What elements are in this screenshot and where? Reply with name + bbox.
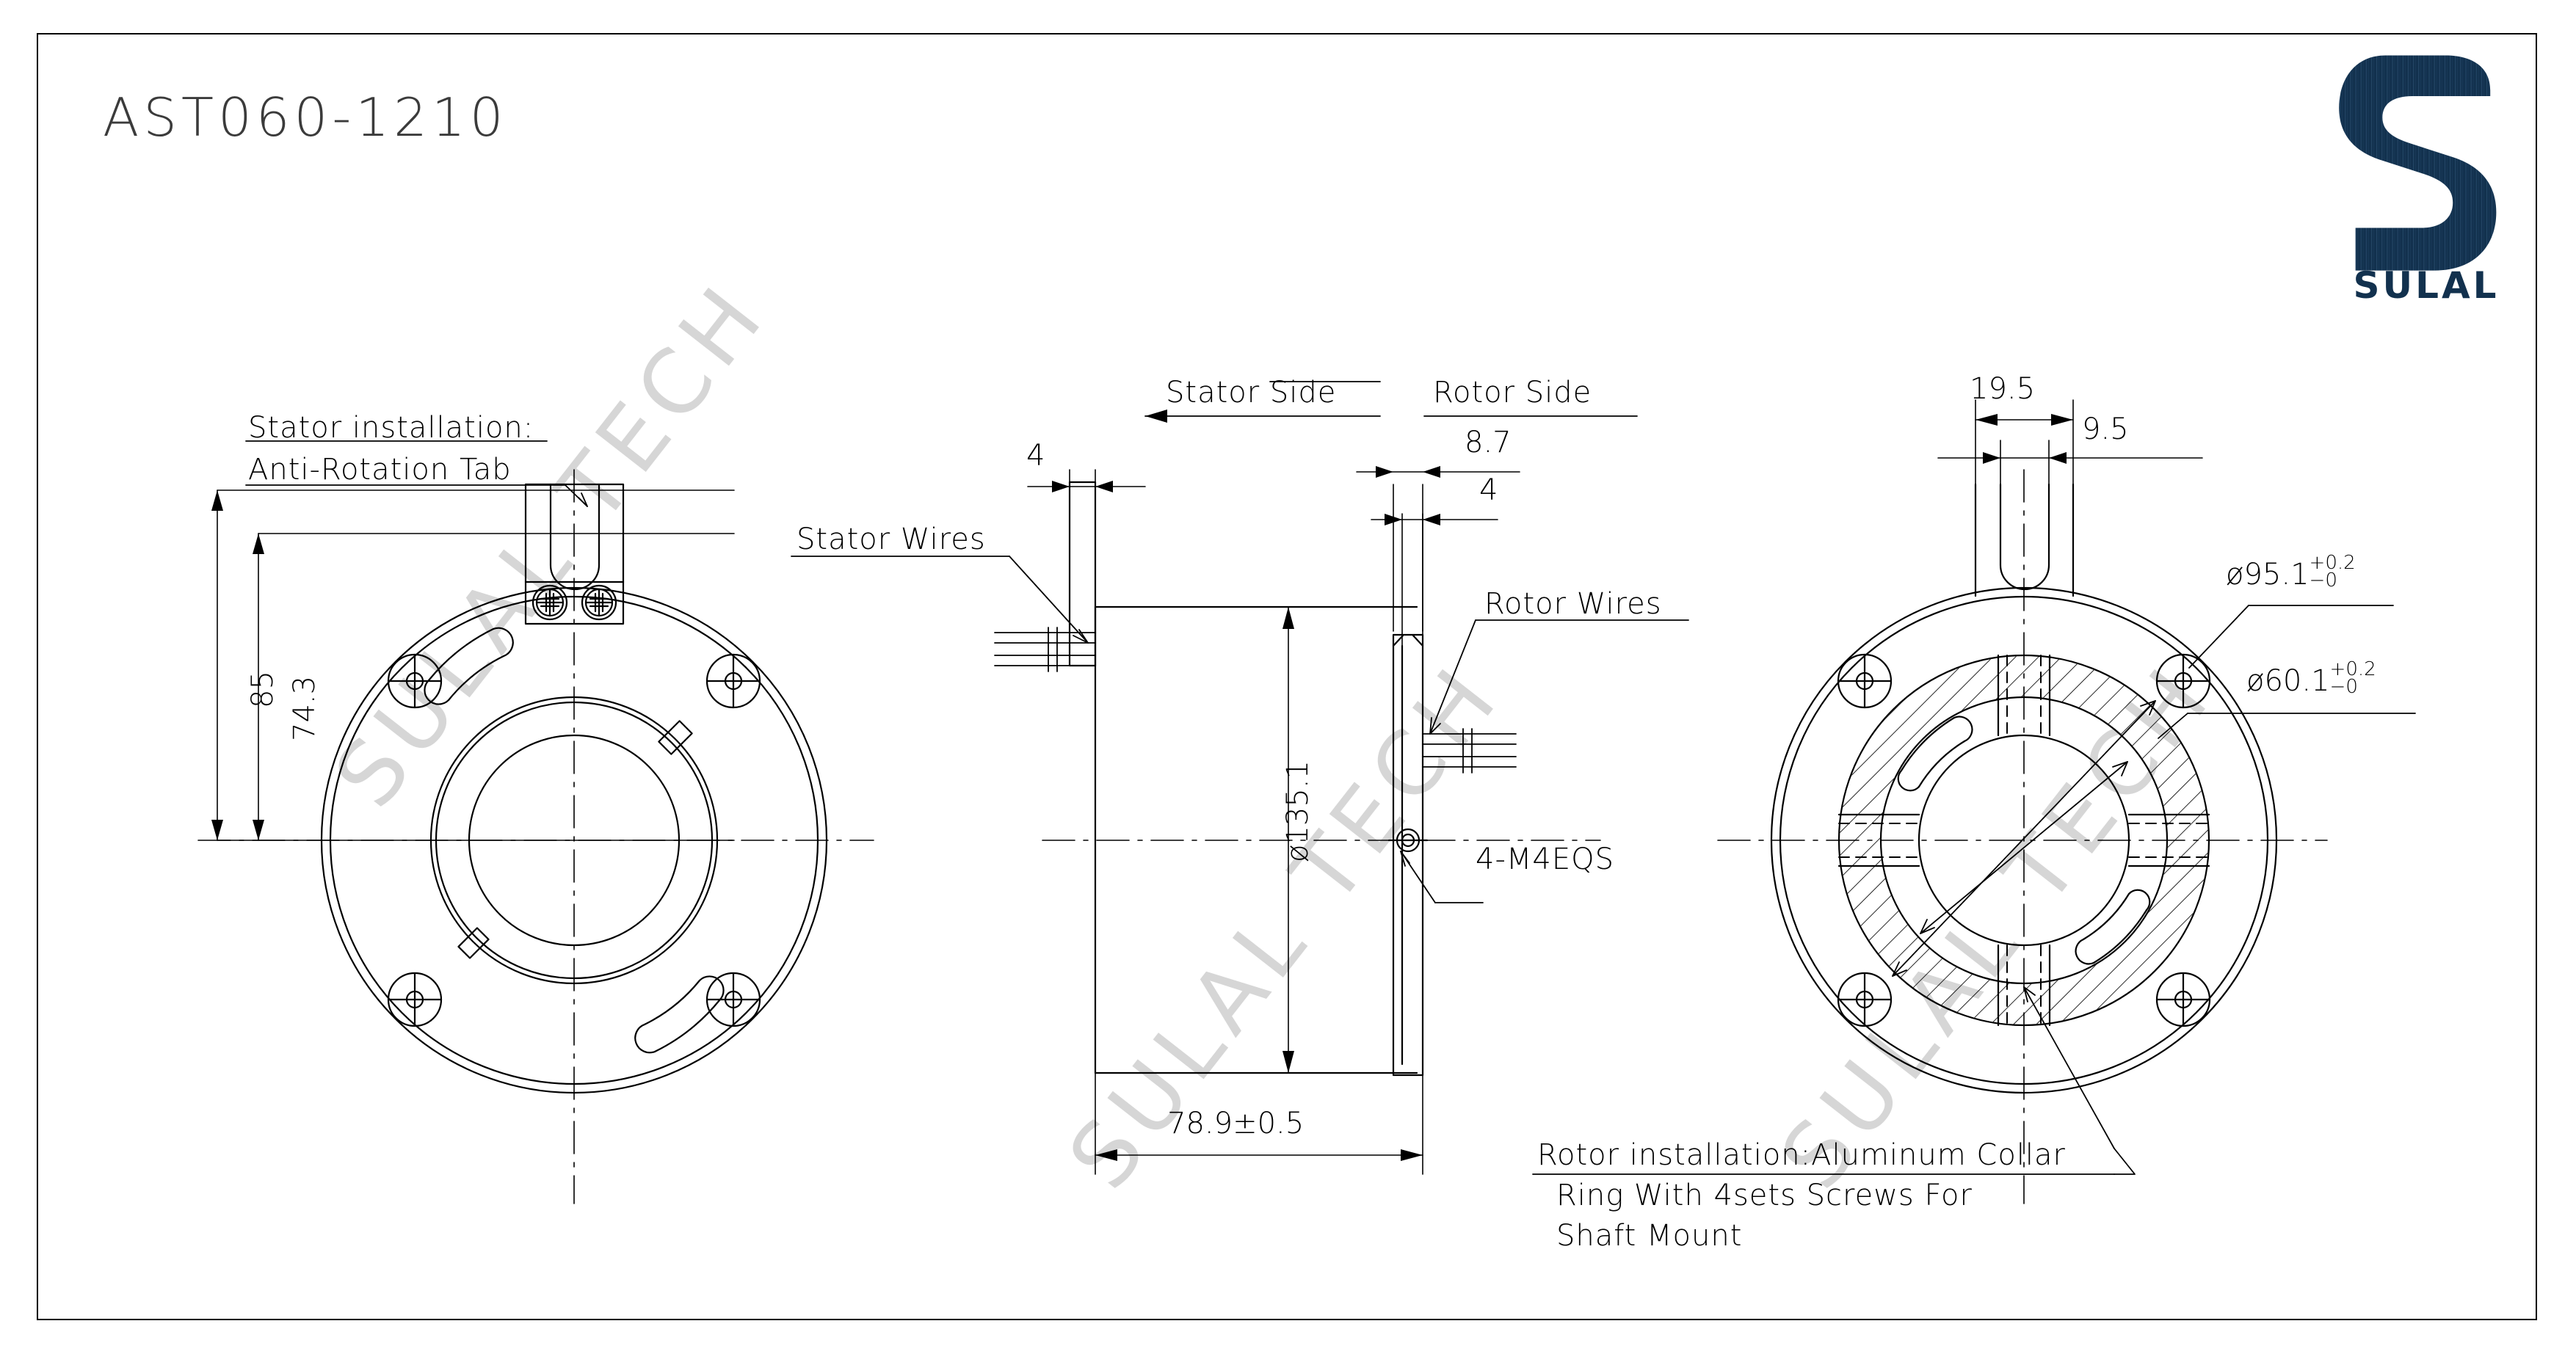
dimension-78-9: 78.9±0.5 [1167, 1107, 1305, 1140]
dimension-85: 85 [246, 671, 280, 708]
dimension-dia-95-1-lower: −0 [2309, 569, 2337, 592]
dimension-dia-95-1-upper: +0.2 [2309, 552, 2356, 574]
stator-wires-label: Stator Wires [797, 523, 986, 556]
dimension-dia-95-1: ø95.1 +0.2 −0 [2226, 553, 2356, 594]
dimension-8-7: 8.7 [1465, 426, 1512, 459]
left-view-geometry [197, 440, 874, 1204]
dimension-4-right: 4 [1479, 473, 1498, 507]
dimension-19-5: 19.5 [1970, 372, 2036, 406]
dimension-dia-135-1: ø135.1 [1281, 760, 1315, 862]
dimension-4-left: 4 [1026, 439, 1045, 473]
sulal-s-logo [2327, 40, 2511, 283]
rotor-wires-label: Rotor Wires [1484, 587, 1662, 621]
rotor-install-callout-line1: Rotor installation:Aluminum Collar [1537, 1138, 2066, 1172]
sheet-border [37, 33, 2537, 1320]
rotor-side-label: Rotor Side [1433, 376, 1592, 410]
dimension-74-3: 74.3 [288, 675, 322, 741]
anti-rotation-tab-left [524, 483, 625, 625]
dimension-dia-60-1-lower: −0 [2329, 676, 2358, 698]
stator-install-callout-line2: Anti-Rotation Tab [248, 453, 512, 487]
stator-install-callout-line1: Stator installation: [248, 411, 534, 445]
rotor-install-callout-line2: Ring With 4sets Screws For [1556, 1179, 1973, 1212]
brand-name: SULAL [2353, 264, 2500, 307]
right-view-geometry [1532, 399, 2416, 1204]
dimension-dia-60-1-upper: +0.2 [2329, 658, 2376, 680]
middle-view-geometry [791, 381, 1689, 1175]
dimension-9-5: 9.5 [2082, 412, 2129, 446]
page-title: AST060-1210 [103, 87, 508, 148]
dimension-dia-60-1: ø60.1 +0.2 −0 [2246, 660, 2376, 700]
rotor-install-callout-line3: Shaft Mount [1556, 1219, 1743, 1253]
dimension-dia-60-1-value: ø60.1 [2246, 664, 2330, 698]
stator-side-label: Stator Side [1166, 376, 1337, 410]
thread-spec-label: 4-M4EQS [1476, 842, 1614, 876]
dimension-dia-95-1-value: ø95.1 [2226, 558, 2310, 592]
